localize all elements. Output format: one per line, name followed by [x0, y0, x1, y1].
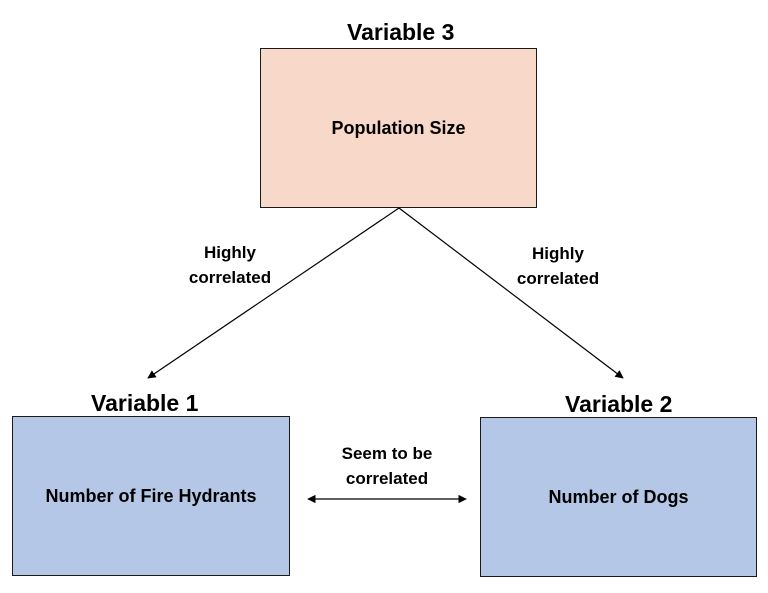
- variable-3-title: Variable 3: [347, 19, 455, 45]
- edge-label-left-line2: correlated: [188, 268, 272, 287]
- variable-1-title: Variable 1: [91, 390, 199, 416]
- arrow-population-to-hydrants: [147, 207, 400, 379]
- edge-label-left: Highly correlated: [180, 240, 280, 290]
- edge-label-middle: Seem to be correlated: [327, 441, 447, 491]
- variable-2-title: Variable 2: [565, 391, 673, 417]
- dogs-box: Number of Dogs: [480, 417, 757, 577]
- fire-hydrants-box: Number of Fire Hydrants: [12, 416, 290, 576]
- arrow-population-to-dogs: [398, 207, 624, 379]
- edge-label-middle-line2: correlated: [345, 469, 429, 488]
- edge-label-middle-line1: Seem to be: [341, 444, 433, 463]
- edge-label-right-line2: correlated: [516, 269, 600, 288]
- population-size-box: Population Size: [260, 48, 537, 208]
- dogs-label: Number of Dogs: [548, 486, 689, 507]
- edge-label-right-line1: Highly: [532, 244, 584, 263]
- edge-label-left-line1: Highly: [204, 243, 256, 262]
- fire-hydrants-label: Number of Fire Hydrants: [45, 485, 257, 506]
- population-size-label: Population Size: [331, 117, 466, 138]
- edge-label-right: Highly correlated: [508, 241, 608, 291]
